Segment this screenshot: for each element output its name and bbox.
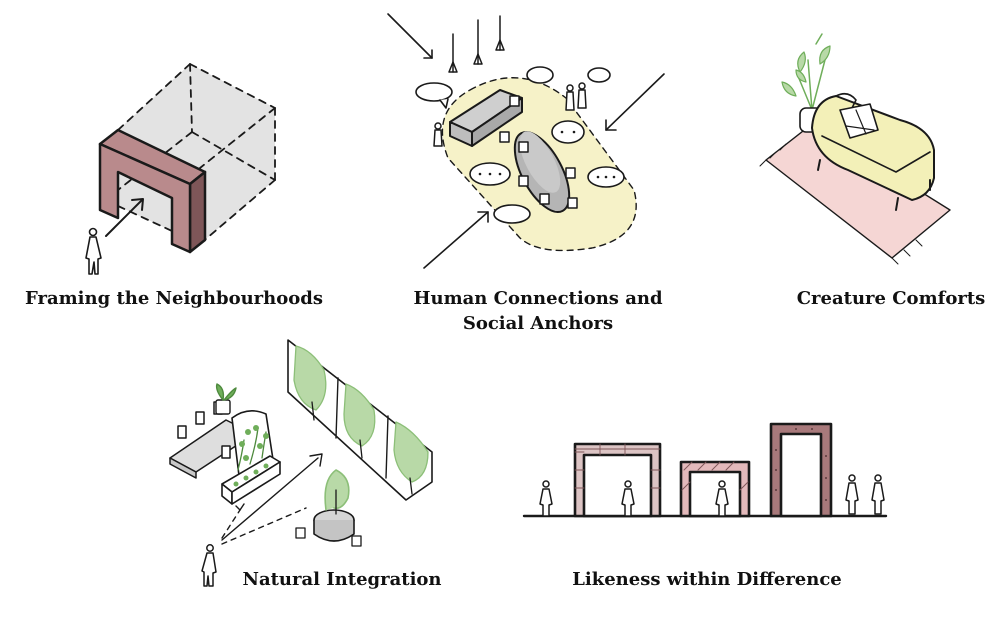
planter-screen: [221, 410, 281, 505]
bench-table: [449, 89, 523, 147]
creature-comforts-sketch: [759, 33, 951, 265]
speech-bubbles: [415, 66, 625, 224]
human-connections-sketch: [387, 13, 665, 269]
potted-plant-small: [215, 383, 237, 415]
people-figures: [433, 82, 587, 147]
framing-sketch: [85, 63, 276, 275]
wall-dividers: [335, 377, 389, 479]
sofa: [811, 92, 935, 211]
view-lines: [221, 453, 323, 545]
frame-tall: [769, 422, 833, 518]
natural-integration-sketch: [169, 339, 433, 587]
frame-hatched: [679, 460, 751, 518]
volume-dashed-edges: [117, 63, 276, 245]
likeness-sketch: [522, 422, 888, 518]
bubble-dots: [478, 130, 616, 179]
frame-brick: [573, 442, 662, 518]
person-figure-natural: [201, 544, 217, 587]
round-table-with-tree: [295, 469, 362, 547]
approach-arrow: [105, 199, 143, 237]
rug: [765, 123, 951, 259]
person-figure: [85, 227, 102, 275]
caption-human-connections: Human Connections and Social Anchors: [398, 286, 678, 336]
caption-creature-comforts: Creature Comforts: [796, 288, 986, 309]
portal-frame: [98, 128, 207, 254]
framed-volume: [118, 64, 275, 244]
pendant-lights: [448, 15, 505, 73]
rug-fringe: [759, 143, 923, 265]
people-figures-likeness: [539, 474, 885, 517]
desk-and-chairs: [169, 401, 255, 479]
chairs: [499, 95, 578, 209]
inward-arrows: [387, 13, 665, 269]
caption-natural-integration: Natural Integration: [242, 569, 442, 590]
wall-trees: [293, 345, 429, 495]
caption-human-line1: Human Connections and: [413, 288, 663, 309]
caption-likeness-within-difference: Likeness within Difference: [572, 569, 842, 590]
caption-framing-neighbourhoods: Framing the Neighbourhoods: [25, 288, 323, 309]
approach-arrow-head: [131, 198, 144, 211]
caption-human-line2: Social Anchors: [462, 313, 614, 334]
